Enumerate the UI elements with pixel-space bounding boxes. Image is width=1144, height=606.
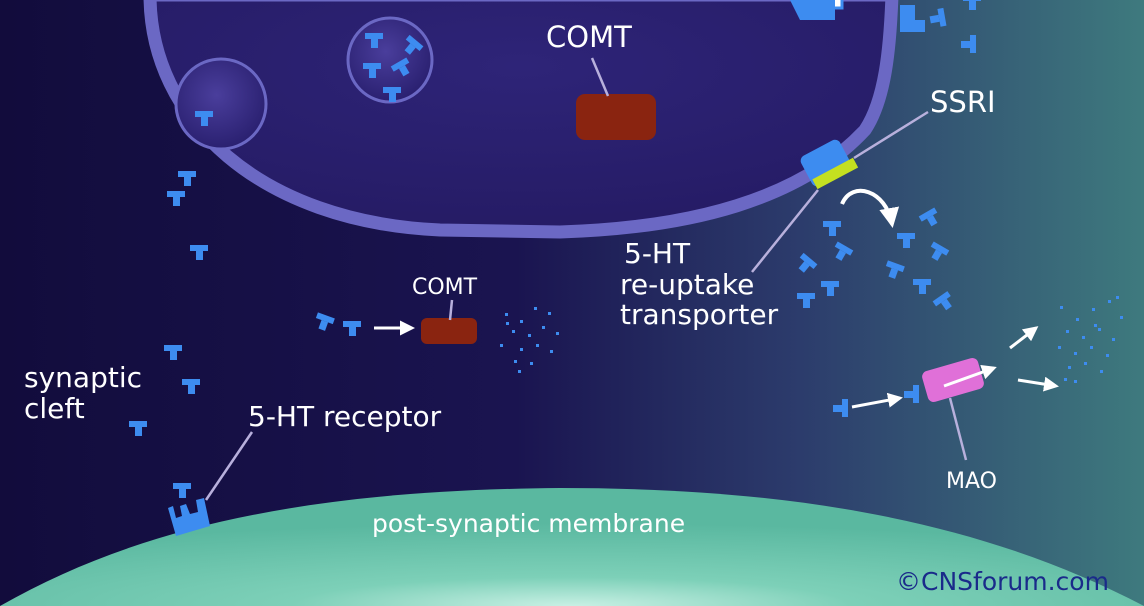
arrow-icon bbox=[1009, 326, 1039, 350]
vesicle-right bbox=[346, 16, 434, 104]
top-right-molecules bbox=[790, 0, 981, 53]
comt-metabolite-dots bbox=[500, 307, 559, 373]
comt-pathway bbox=[312, 299, 559, 373]
ssri-label: SSRI bbox=[930, 85, 996, 119]
mao-metabolite-dots bbox=[1058, 296, 1123, 383]
synaptic-cleft-label-line1: synaptic bbox=[24, 361, 142, 394]
mao-pathway bbox=[833, 296, 1123, 461]
comt-cleft-label: COMT bbox=[412, 275, 478, 300]
ssri-drug bbox=[812, 157, 859, 190]
arrow-icon bbox=[851, 392, 903, 409]
comt-inner-label: COMT bbox=[546, 20, 632, 54]
comt-enzyme-inner bbox=[576, 94, 656, 140]
transporter-leader-line bbox=[751, 189, 819, 273]
ssri-leader-line bbox=[853, 110, 929, 160]
arrow-icon bbox=[943, 365, 997, 388]
receptor-label: 5-HT receptor bbox=[248, 400, 442, 433]
reuptake-arrow-icon bbox=[840, 188, 900, 228]
arrow-icon bbox=[1017, 376, 1059, 392]
credit-label: ©CNSforum.com bbox=[896, 567, 1109, 596]
transporter-label-line1: 5-HT bbox=[624, 237, 691, 270]
mao-label: MAO bbox=[946, 469, 997, 494]
comt-enzyme-cleft bbox=[421, 318, 477, 344]
postsynaptic-membrane bbox=[0, 488, 1144, 606]
reuptake-transporter bbox=[800, 139, 859, 190]
membrane-label: post-synaptic membrane bbox=[372, 509, 685, 538]
transporter-label-line3: transporter bbox=[620, 298, 779, 331]
transporter-label-line2: re-uptake bbox=[620, 268, 754, 301]
receptor-icon bbox=[168, 498, 210, 536]
receptor-leader-line bbox=[204, 431, 254, 501]
synaptic-cleft-label-line2: cleft bbox=[24, 392, 85, 425]
comt-leader-line bbox=[590, 57, 610, 97]
mao-enzyme bbox=[922, 358, 984, 402]
vesicle-left bbox=[174, 57, 268, 151]
